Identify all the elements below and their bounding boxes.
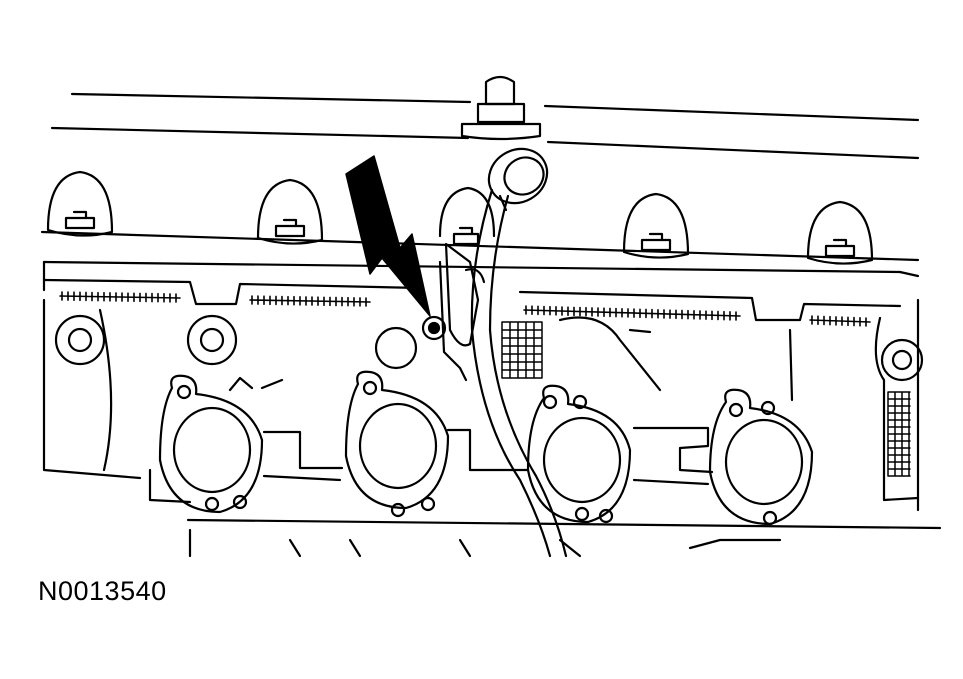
right-bracket <box>558 316 662 392</box>
intake-port-4 <box>708 388 814 526</box>
head-flange <box>42 260 920 322</box>
bolt-cover-1 <box>46 170 114 237</box>
intake-port-2 <box>344 370 450 518</box>
black-arrow-icon <box>345 155 431 317</box>
harness-wire <box>470 147 568 558</box>
engine-line-drawing <box>40 75 942 558</box>
bolt-icon <box>421 315 447 341</box>
intake-port-1 <box>158 374 264 514</box>
gasket-hatching <box>59 291 871 327</box>
locator-holes <box>54 314 924 382</box>
mesh-hatching <box>501 321 911 477</box>
bolt-cover-2 <box>256 178 324 245</box>
lower-casting <box>188 528 782 558</box>
bolt-cover-3 <box>438 186 496 246</box>
figure-id-label: N0013540 <box>38 576 167 606</box>
mounting-boss <box>438 242 486 382</box>
intake-port-3 <box>526 384 632 524</box>
head-body-outline <box>42 298 942 530</box>
bolt-cover-4 <box>622 192 690 259</box>
top-stud <box>460 75 542 141</box>
valve-cover-edges <box>40 92 920 262</box>
bolt-cover-5 <box>806 200 874 265</box>
port-runners <box>228 376 714 486</box>
